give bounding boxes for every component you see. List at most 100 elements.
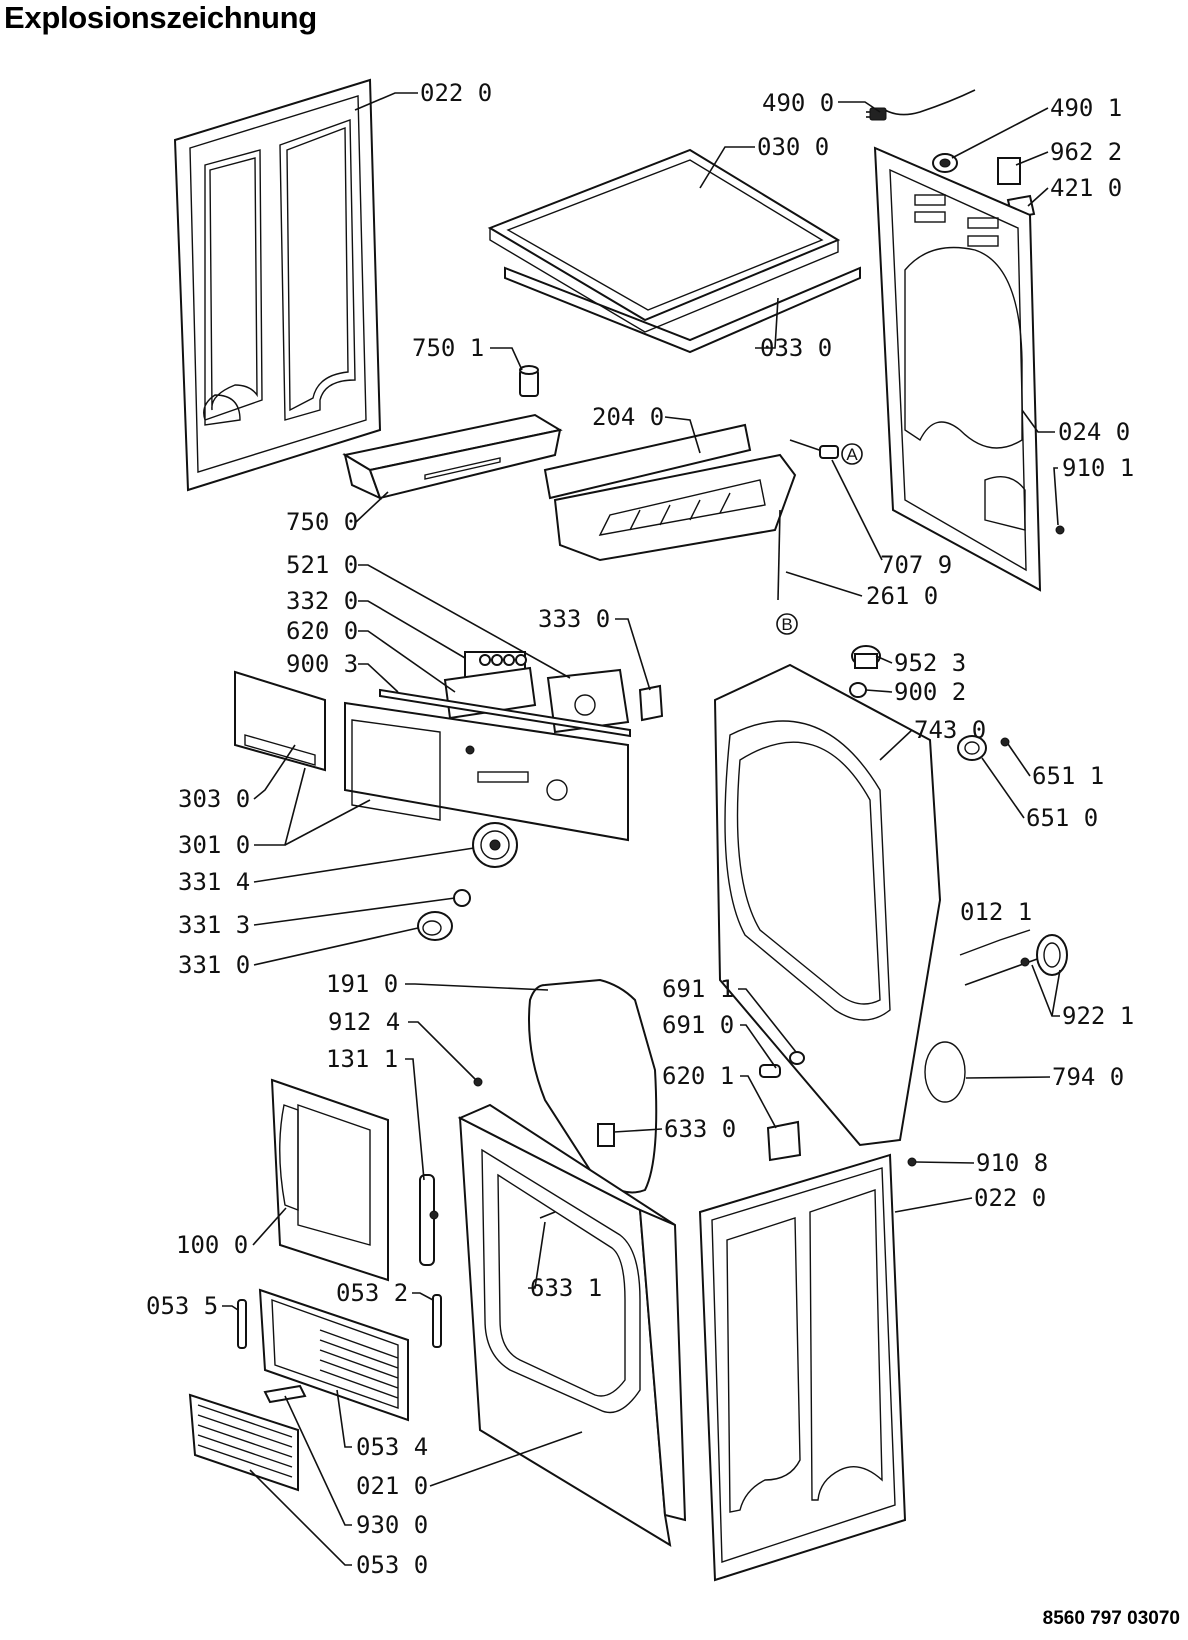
part-labels: 022 0 490 0 490 1 030 0 962 2 421 0 033 … [146, 79, 1134, 1579]
document-number: 8560 797 03070 [1042, 1608, 1180, 1629]
water-tank-housing-drawing [543, 423, 797, 562]
part-label-922-1: 922 1 [1062, 1002, 1134, 1030]
part-label-033-0: 033 0 [760, 334, 832, 362]
pin-053-2-drawing [432, 1294, 442, 1348]
screw-910-1-drawing [1055, 525, 1065, 535]
part-label-030-0: 030 0 [757, 133, 829, 161]
side-panel-left-drawing [173, 78, 382, 492]
drain-hose-drawing [777, 509, 781, 601]
part-label-301-0: 301 0 [178, 831, 250, 859]
part-label-331-3: 331 3 [178, 911, 250, 939]
part-label-912-4: 912 4 [328, 1008, 400, 1036]
latch-pin-drawing [539, 1211, 556, 1219]
electronic-module-drawing [546, 668, 630, 734]
callout-b-text: B [781, 615, 792, 634]
drawer-handle-drawing [234, 670, 326, 772]
bearing-drawing [957, 735, 987, 761]
part-label-333-0: 333 0 [538, 605, 610, 633]
part-label-691-0: 691 0 [662, 1011, 734, 1039]
part-label-131-1: 131 1 [326, 1045, 398, 1073]
side-panel-right-drawing [698, 1153, 907, 1582]
part-label-952-3: 952 3 [894, 649, 966, 677]
shaft-drawing [959, 929, 1041, 986]
callout-a: A [841, 443, 863, 465]
part-label-750-0: 750 0 [286, 508, 358, 536]
part-label-331-4: 331 4 [178, 868, 250, 896]
power-cord-drawing [866, 89, 976, 121]
connector-drawing [638, 684, 664, 722]
knob-insert-drawing [453, 889, 471, 907]
part-label-620-1: 620 1 [662, 1062, 734, 1090]
part-label-633-0: 633 0 [664, 1115, 736, 1143]
cord-grommet-drawing [932, 153, 958, 173]
part-label-022-0-right: 022 0 [974, 1184, 1046, 1212]
label-sticker-drawing [997, 157, 1021, 185]
filter-grille-drawing [188, 1393, 299, 1492]
part-label-012-1: 012 1 [960, 898, 1032, 926]
part-label-053-0: 053 0 [356, 1551, 428, 1579]
hinge-drawing [419, 1174, 439, 1266]
water-container-drawing [342, 413, 563, 500]
part-label-100-0: 100 0 [176, 1231, 248, 1259]
part-label-707-9: 707 9 [880, 551, 952, 579]
part-label-332-0: 332 0 [286, 587, 358, 615]
part-label-331-0: 331 0 [178, 951, 250, 979]
part-label-910-1: 910 1 [1062, 454, 1134, 482]
part-label-651-1: 651 1 [1032, 762, 1104, 790]
hose-connector-drawing [789, 439, 839, 459]
leader-lines [222, 92, 1061, 1566]
part-label-421-0: 421 0 [1050, 174, 1122, 202]
pulley-drawing [1020, 934, 1068, 976]
ring-drawing [789, 1051, 805, 1065]
pin-053-5-drawing [237, 1299, 247, 1349]
door-latch-drawing [597, 1123, 615, 1147]
knob-drawing [417, 911, 453, 941]
part-label-191-0: 191 0 [326, 970, 398, 998]
callout-b: B [776, 613, 798, 635]
filter-cover-drawing [258, 1288, 409, 1422]
part-label-794-0: 794 0 [1052, 1063, 1124, 1091]
part-label-204-0: 204 0 [592, 403, 664, 431]
part-label-900-3: 900 3 [286, 650, 358, 678]
screw-910-8-drawing [907, 1157, 917, 1167]
gasket-ring-drawing [924, 1041, 966, 1103]
part-label-962-2: 962 2 [1050, 138, 1122, 166]
fan-motor-knob-drawing [851, 645, 881, 669]
part-label-021-0: 021 0 [356, 1472, 428, 1500]
part-label-620-0: 620 0 [286, 617, 358, 645]
part-label-521-0: 521 0 [286, 551, 358, 579]
part-label-024-0: 024 0 [1058, 418, 1130, 446]
rear-panel-drawing [873, 146, 1042, 592]
part-label-633-1: 633 1 [530, 1274, 602, 1302]
knob-dial-drawing [472, 822, 518, 868]
part-label-303-0: 303 0 [178, 785, 250, 813]
part-label-750-1: 750 1 [412, 334, 484, 362]
screw-651-1-drawing [1000, 737, 1010, 747]
part-label-691-1: 691 1 [662, 975, 734, 1003]
part-label-743-0: 743 0 [914, 716, 986, 744]
cap-drawing [519, 365, 539, 397]
door-drawing [270, 1078, 389, 1282]
part-label-900-2: 900 2 [894, 678, 966, 706]
rail-drawing [379, 688, 631, 738]
filter-handle-drawing [263, 1384, 307, 1404]
part-label-053-4: 053 4 [356, 1433, 428, 1461]
sensor-drawing [759, 1064, 781, 1078]
part-label-490-0: 490 0 [762, 89, 834, 117]
front-panel-drawing [457, 1103, 687, 1547]
part-label-930-0: 930 0 [356, 1511, 428, 1539]
top-cover-drawing [487, 148, 861, 354]
switch-drawing [766, 1120, 802, 1162]
page-title: Explosionszeichnung [4, 0, 317, 35]
part-label-651-0: 651 0 [1026, 804, 1098, 832]
part-label-022-0: 022 0 [420, 79, 492, 107]
plug-drawing [849, 682, 867, 698]
control-panel-drawing [344, 701, 629, 842]
part-label-910-8: 910 8 [976, 1149, 1048, 1177]
part-label-261-0: 261 0 [866, 582, 938, 610]
part-label-053-5: 053 5 [146, 1292, 218, 1320]
drum-support-drawing [713, 663, 942, 1147]
part-label-053-2: 053 2 [336, 1279, 408, 1307]
part-label-490-1: 490 1 [1050, 94, 1122, 122]
